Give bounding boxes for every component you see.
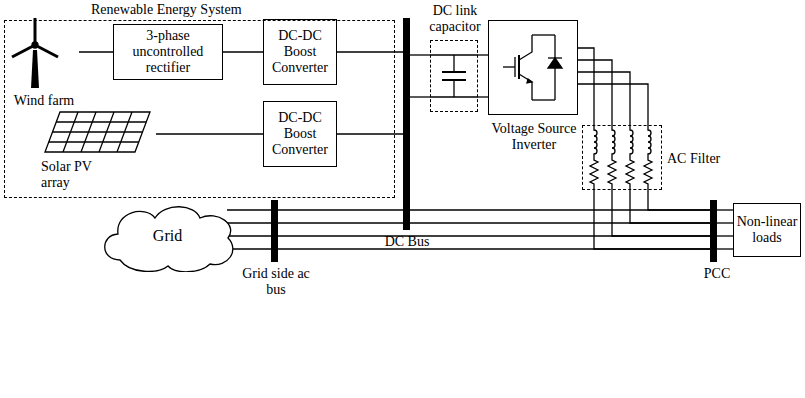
- wire: [223, 51, 263, 52]
- wire-connector: [79, 52, 113, 53]
- wire: [578, 72, 630, 125]
- igbt-symbol: [503, 35, 562, 100]
- dc-bus-bar: DC Bus: [403, 18, 410, 230]
- capacitor-box: DC link capacitor: [430, 40, 478, 112]
- load-box: Non-linear loads: [733, 203, 801, 257]
- filter-inductor-resistor: [590, 125, 652, 190]
- node-label: DC-DC Boost Converter: [264, 110, 336, 158]
- wire: [227, 209, 271, 210]
- wire: [717, 248, 733, 249]
- filter-box: AC Filter: [582, 125, 662, 190]
- wire: [278, 235, 710, 236]
- node-heading: Wind farm: [9, 93, 79, 109]
- wire: [278, 209, 710, 210]
- node-heading: DC Bus: [381, 234, 433, 250]
- wire: [337, 133, 403, 134]
- wire: [630, 190, 710, 223]
- wire: [648, 190, 710, 210]
- wire-connector: [227, 210, 271, 249]
- node-heading: Grid side ac bus: [236, 266, 316, 298]
- node-heading: AC Filter: [667, 151, 727, 167]
- node-label: DC-DC Boost Converter: [264, 28, 336, 76]
- wire-connector: [223, 52, 263, 53]
- wire: [410, 96, 430, 97]
- wire: [227, 222, 271, 223]
- wind-farm: Wind farm: [9, 21, 79, 111]
- node-heading: Voltage Source Inverter: [484, 121, 584, 153]
- wire-connector: [578, 48, 648, 125]
- node-label: Grid: [151, 227, 184, 245]
- wire: [337, 51, 403, 52]
- wire: [278, 222, 710, 223]
- wire-connector: [337, 52, 403, 53]
- wire: [594, 190, 710, 249]
- wire: [410, 54, 430, 55]
- solar-array: Solar PV array: [41, 109, 156, 199]
- wire-connector: [410, 55, 430, 97]
- node-heading: Renewable Energy System: [91, 2, 331, 18]
- system-boundary: Renewable Energy SystemWind farm3-phase …: [4, 20, 395, 198]
- wire-connector: [156, 134, 263, 135]
- wire: [478, 54, 488, 55]
- wire: [478, 96, 488, 97]
- grid-cloud: Grid: [100, 200, 235, 272]
- wire: [578, 60, 612, 125]
- cloud-shape: [105, 207, 233, 272]
- converter-box: DC-DC Boost Converter: [263, 19, 337, 85]
- wind-turbine: [12, 18, 58, 88]
- wire: [578, 84, 648, 125]
- wire: [227, 248, 271, 249]
- pcc-bar: PCC: [710, 200, 717, 262]
- node-label: 3-phase uncontrolled rectifier: [114, 28, 222, 76]
- node-heading: PCC: [697, 266, 737, 282]
- wire: [717, 222, 733, 223]
- wire: [227, 235, 271, 236]
- wire-connector: [717, 210, 733, 249]
- wire-connector: [478, 55, 488, 97]
- wire: [612, 190, 710, 236]
- wire: [278, 248, 710, 249]
- wire: [717, 235, 733, 236]
- inverter-box: Voltage Source Inverter: [488, 20, 578, 115]
- wire: [717, 209, 733, 210]
- converter-box: DC-DC Boost Converter: [263, 101, 337, 167]
- wire: [79, 51, 113, 52]
- wire: [156, 133, 263, 134]
- wire-connector: [278, 210, 710, 249]
- capacitor-symbol: [430, 55, 478, 97]
- wire-connector: [337, 134, 403, 135]
- rectifier-box: 3-phase uncontrolled rectifier: [113, 24, 223, 80]
- node-heading: Solar PV array: [41, 159, 103, 191]
- node-heading: DC link capacitor: [420, 3, 490, 35]
- node-label: Non-linear loads: [734, 214, 800, 246]
- ac-bus-bar: Grid side ac bus: [271, 200, 278, 262]
- solar-panel: [45, 112, 150, 152]
- wire-connector: [594, 190, 710, 249]
